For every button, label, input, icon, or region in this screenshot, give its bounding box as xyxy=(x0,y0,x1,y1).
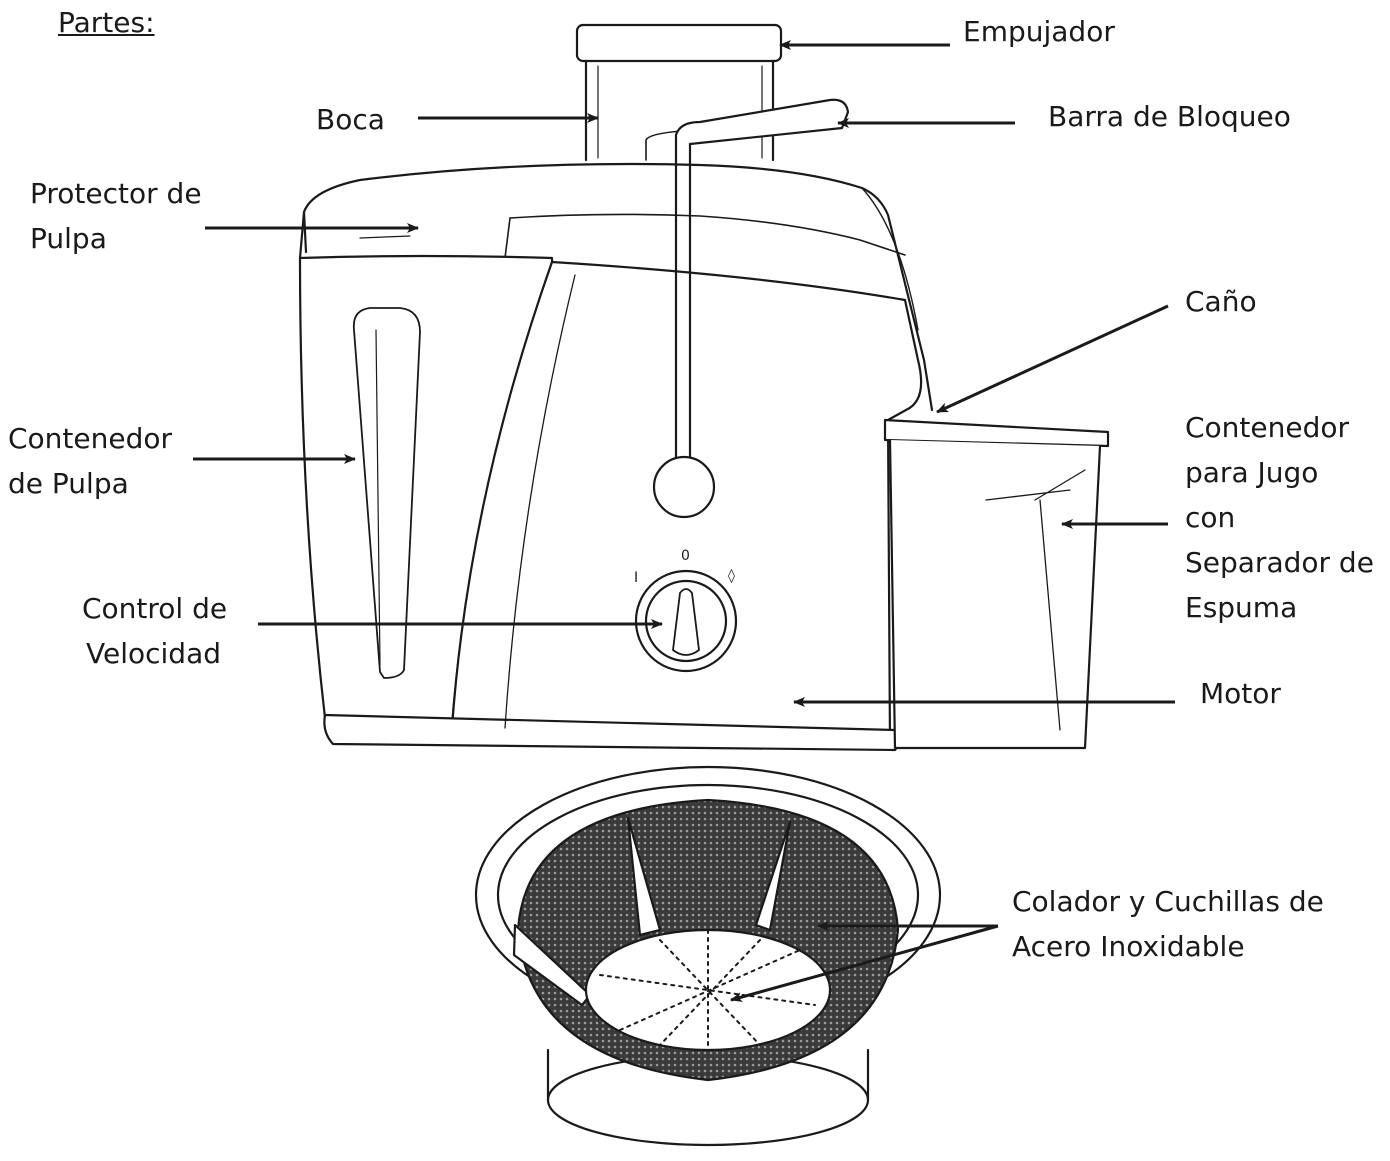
label-barra-bloqueo: Barra de Bloqueo xyxy=(1048,94,1291,139)
label-line: Colador y Cuchillas de xyxy=(1012,885,1324,918)
label-motor: Motor xyxy=(1200,671,1281,716)
label-line: Barra de Bloqueo xyxy=(1048,100,1291,133)
diagram-title: Partes: xyxy=(58,6,155,39)
speed-dial-part xyxy=(634,569,738,673)
label-line: Contenedor xyxy=(8,422,173,455)
locking-bar-part xyxy=(652,98,850,519)
label-line: Velocidad xyxy=(86,637,221,670)
label-line: Empujador xyxy=(963,15,1115,48)
label-line: Pulpa xyxy=(30,222,107,255)
label-line: para Jugo xyxy=(1185,456,1319,489)
dial-mark-right: ◊ xyxy=(728,568,735,584)
label-colador: Colador y Cuchillas de Acero Inoxidable xyxy=(1012,879,1324,969)
label-line: Separador de xyxy=(1185,546,1374,579)
label-line: Espuma xyxy=(1185,591,1298,624)
label-line: Contenedor xyxy=(1185,411,1350,444)
label-line: con xyxy=(1185,501,1236,534)
label-control-velocidad: Control de Velocidad xyxy=(82,586,227,676)
dial-mark-center: 0 xyxy=(681,548,690,564)
arrow-colador-blade xyxy=(730,924,999,1002)
label-line: de Pulpa xyxy=(8,467,129,500)
dial-mark-left: I xyxy=(634,570,638,586)
arrow-cano xyxy=(936,304,1169,414)
label-line: Protector de xyxy=(30,177,202,210)
label-boca: Boca xyxy=(316,97,385,142)
label-empujador: Empujador xyxy=(963,9,1115,54)
label-line: Boca xyxy=(316,103,385,136)
label-line: Caño xyxy=(1185,285,1257,318)
pusher-part xyxy=(575,23,783,162)
label-contenedor-jugo: Contenedor para Jugo con Separador de Es… xyxy=(1185,405,1374,630)
label-cano: Caño xyxy=(1185,279,1257,324)
juice-jug-part xyxy=(883,418,1110,750)
label-line: Control de xyxy=(82,592,228,625)
label-protector-pulpa: Protector de Pulpa xyxy=(30,171,202,261)
strainer-basket-part xyxy=(474,765,942,1147)
label-contenedor-pulpa: Contenedor de Pulpa xyxy=(8,416,172,506)
label-line: Motor xyxy=(1200,677,1281,710)
label-line: Acero Inoxidable xyxy=(1012,930,1245,963)
